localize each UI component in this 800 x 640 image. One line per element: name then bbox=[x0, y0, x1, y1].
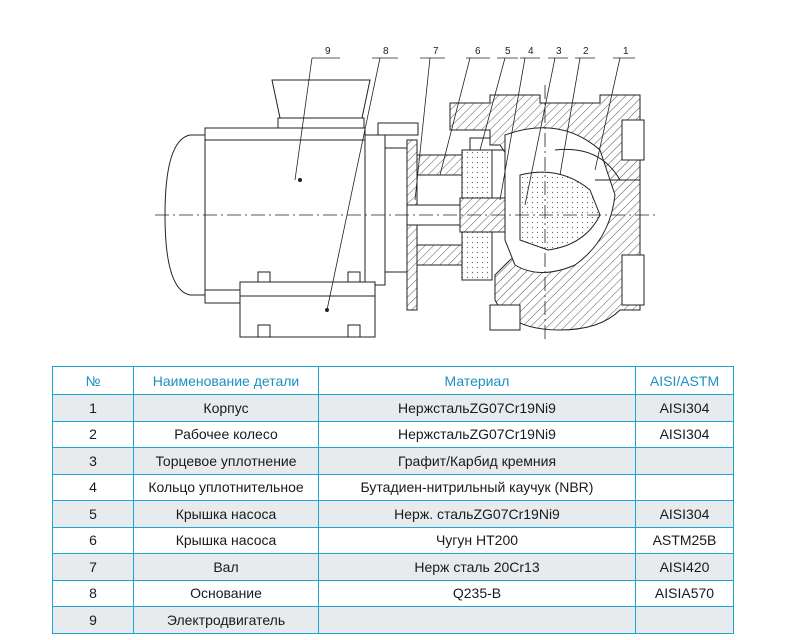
cell-num: 4 bbox=[52, 473, 134, 501]
cell-num: 9 bbox=[52, 606, 134, 634]
header-aisi: AISI/ASTM bbox=[635, 366, 734, 395]
cell-num: 3 bbox=[52, 447, 134, 475]
cell-num: 5 bbox=[52, 500, 134, 528]
cell-material: НержстальZG07Cr19Ni9 bbox=[318, 420, 636, 448]
cell-name: Вал bbox=[133, 553, 319, 581]
leader-lines bbox=[294, 57, 635, 311]
callout-7: 7 bbox=[433, 46, 439, 57]
cell-name: Электродвигатель bbox=[133, 606, 319, 634]
table-row: 1 Корпус НержстальZG07Cr19Ni9 AISI304 bbox=[52, 394, 734, 422]
cell-aisi bbox=[635, 447, 734, 475]
callout-8: 8 bbox=[383, 46, 389, 57]
table-header-row: № Наименование детали Материал AISI/ASTM bbox=[52, 366, 734, 395]
pump-sectional-drawing: 9 8 7 6 5 4 3 2 1 bbox=[155, 46, 655, 340]
cell-num: 6 bbox=[52, 526, 134, 554]
cell-aisi bbox=[635, 473, 734, 501]
table-row: 5 Крышка насоса Нерж. стальZG07Cr19Ni9 A… bbox=[52, 500, 734, 528]
cell-aisi: AISI304 bbox=[635, 420, 734, 448]
callout-4: 4 bbox=[528, 46, 534, 57]
cell-name: Крышка насоса bbox=[133, 500, 319, 528]
parts-table: № Наименование детали Материал AISI/ASTM… bbox=[52, 366, 734, 634]
table-row: 6 Крышка насоса Чугун HT200 ASTM25B bbox=[52, 526, 734, 554]
cell-name: Корпус bbox=[133, 394, 319, 422]
cell-aisi: AISI420 bbox=[635, 553, 734, 581]
cell-name: Рабочее колесо bbox=[133, 420, 319, 448]
callout-labels: 9 8 7 6 5 4 3 2 1 bbox=[325, 46, 629, 57]
header-name: Наименование детали bbox=[133, 366, 319, 395]
callout-1: 1 bbox=[623, 46, 629, 57]
table-row: 9 Электродвигатель bbox=[52, 606, 734, 634]
header-num: № bbox=[52, 366, 134, 395]
table-row: 7 Вал Нерж сталь 20Cr13 AISI420 bbox=[52, 553, 734, 581]
cell-name: Крышка насоса bbox=[133, 526, 319, 554]
motor bbox=[164, 79, 419, 338]
cell-name: Торцевое уплотнение bbox=[133, 447, 319, 475]
cell-material: Q235-B bbox=[318, 579, 636, 607]
cell-material: НержстальZG07Cr19Ni9 bbox=[318, 394, 636, 422]
cell-num: 2 bbox=[52, 420, 134, 448]
cell-aisi: AISIA570 bbox=[635, 579, 734, 607]
cell-aisi: AISI304 bbox=[635, 500, 734, 528]
table-row: 3 Торцевое уплотнение Графит/Карбид крем… bbox=[52, 447, 734, 475]
table-row: 2 Рабочее колесо НержстальZG07Cr19Ni9 AI… bbox=[52, 420, 734, 448]
callout-6: 6 bbox=[475, 46, 481, 57]
cell-aisi bbox=[635, 606, 734, 634]
cell-material: Графит/Карбид кремния bbox=[318, 447, 636, 475]
header-material: Материал bbox=[318, 366, 636, 395]
cell-name: Кольцо уплотнительное bbox=[133, 473, 319, 501]
cell-material: Нерж. стальZG07Cr19Ni9 bbox=[318, 500, 636, 528]
cell-num: 7 bbox=[52, 553, 134, 581]
table-row: 8 Основание Q235-B AISIA570 bbox=[52, 579, 734, 607]
cell-num: 1 bbox=[52, 394, 134, 422]
cell-aisi: ASTM25B bbox=[635, 526, 734, 554]
cell-material: Чугун HT200 bbox=[318, 526, 636, 554]
callout-3: 3 bbox=[556, 46, 562, 57]
table-row: 4 Кольцо уплотнительное Бутадиен-нитриль… bbox=[52, 473, 734, 501]
cell-material bbox=[318, 606, 636, 634]
cell-num: 8 bbox=[52, 579, 134, 607]
callout-9: 9 bbox=[325, 46, 331, 57]
cell-name: Основание bbox=[133, 579, 319, 607]
callout-5: 5 bbox=[505, 46, 511, 57]
cell-material: Нерж сталь 20Cr13 bbox=[318, 553, 636, 581]
cell-material: Бутадиен-нитрильный каучук (NBR) bbox=[318, 473, 636, 501]
callout-2: 2 bbox=[583, 46, 589, 57]
cell-aisi: AISI304 bbox=[635, 394, 734, 422]
